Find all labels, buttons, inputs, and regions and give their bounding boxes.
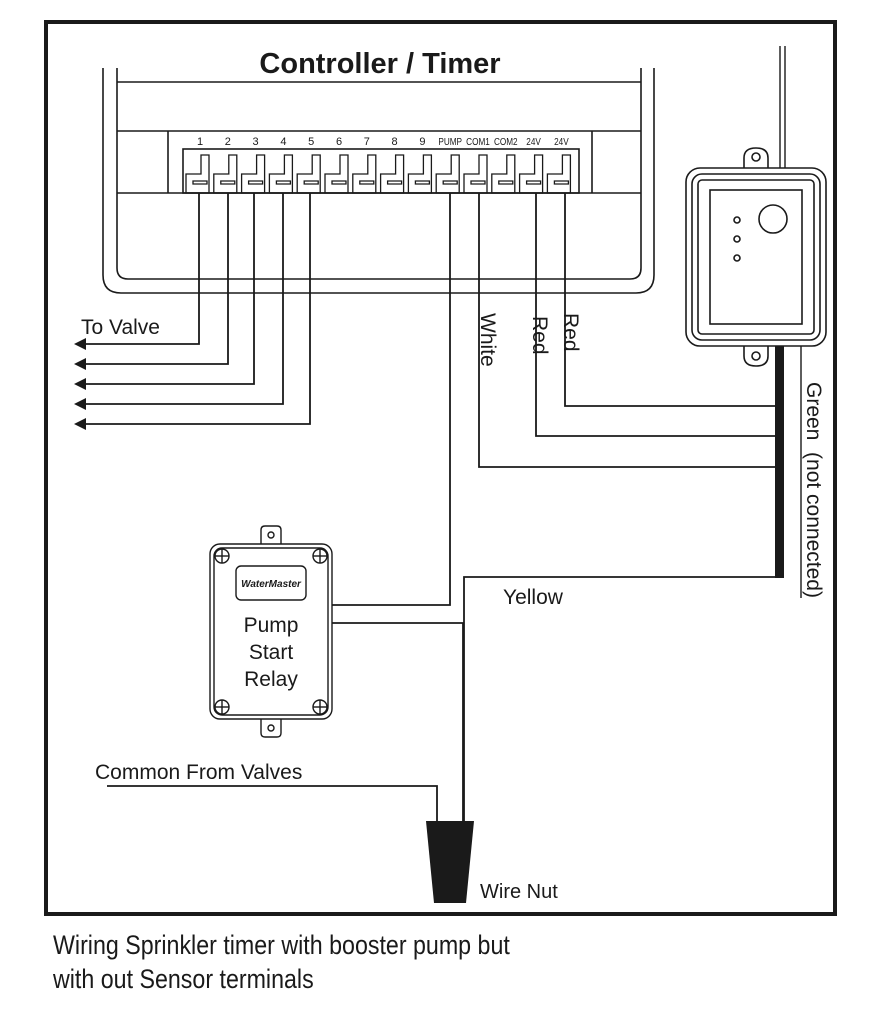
- red-wire-label-1: Red: [528, 316, 551, 355]
- terminal-screw: [379, 154, 405, 194]
- green-wire-label: Green (not connected): [802, 382, 825, 598]
- common-label: Common From Valves: [95, 761, 302, 784]
- controller-title: Controller / Timer: [259, 48, 500, 80]
- valve-arrows: [74, 338, 86, 430]
- relay-brand: WaterMaster: [241, 579, 302, 590]
- terminal-label: 5: [308, 136, 314, 148]
- terminal-screw: [352, 154, 377, 194]
- white-wire: [478, 193, 778, 468]
- caption-line-1: Wiring Sprinkler timer with booster pump…: [53, 930, 510, 960]
- wire-nut-label: Wire Nut: [480, 881, 558, 903]
- terminal-label: 6: [336, 136, 342, 148]
- terminal-label: 1: [197, 136, 203, 148]
- relay-output-wire: [331, 622, 464, 822]
- terminal-screw: [463, 154, 488, 194]
- terminal-screw: [491, 154, 516, 194]
- terminal-label: 4: [280, 136, 286, 148]
- caption: Wiring Sprinkler timer with booster pump…: [53, 928, 707, 996]
- terminal-label: COM1: [466, 136, 490, 147]
- outer-frame: [44, 20, 837, 916]
- terminal-label: 24V: [526, 136, 541, 147]
- terminal-label: COM2: [494, 136, 518, 147]
- yellow-wire: [463, 576, 778, 822]
- terminal-label: 2: [225, 136, 231, 148]
- terminal-screw: [213, 154, 238, 194]
- indicator-dot: [733, 235, 741, 243]
- terminal-screw: [296, 154, 321, 194]
- indicator-dot: [733, 216, 741, 224]
- white-wire-label: White: [476, 313, 499, 367]
- terminal-label: 8: [392, 136, 398, 148]
- terminal-strip: 1 2 3 4 5 6 7 8 9 PUMP COM1 COM2 24V 24V: [185, 136, 572, 194]
- relay-label-line1: Pump: [244, 614, 299, 637]
- terminal-screw: [407, 154, 433, 194]
- terminal-screw: [240, 154, 266, 194]
- pump-start-relay: [209, 525, 333, 738]
- terminal-screw: [546, 154, 572, 194]
- arrow-left-icon: [74, 358, 86, 370]
- to-valve-label: To Valve: [81, 316, 160, 339]
- terminal-label: 7: [364, 136, 370, 148]
- caption-line-2: with out Sensor terminals: [53, 964, 314, 994]
- yellow-wire-label: Yellow: [503, 586, 564, 609]
- common-wire: [107, 785, 438, 822]
- valve-wires: [82, 193, 311, 425]
- terminal-screw: [324, 154, 349, 194]
- relay-label-line2: Start: [249, 641, 294, 664]
- wire-nut: [426, 821, 474, 903]
- rain-sensor: [685, 147, 827, 367]
- terminal-screw: [518, 154, 544, 194]
- arrow-left-icon: [74, 378, 86, 390]
- terminal-screw: [435, 154, 460, 194]
- arrow-left-icon: [74, 338, 86, 350]
- sensor-cable: [775, 346, 784, 578]
- red-wire-label-2: Red: [559, 313, 582, 352]
- terminal-label: PUMP: [438, 136, 462, 147]
- red-wire-1: [535, 193, 778, 437]
- red-wire-2: [564, 193, 778, 407]
- terminal-label: 3: [253, 136, 259, 148]
- relay-label-line3: Relay: [244, 668, 298, 691]
- terminal-label: 24V: [554, 136, 569, 147]
- pump-wire: [331, 193, 451, 606]
- arrow-left-icon: [74, 398, 86, 410]
- arrow-left-icon: [74, 418, 86, 430]
- indicator-dot: [733, 254, 741, 262]
- terminal-label: 9: [419, 136, 425, 148]
- terminal-screw: [185, 154, 210, 194]
- terminal-screw: [268, 154, 294, 194]
